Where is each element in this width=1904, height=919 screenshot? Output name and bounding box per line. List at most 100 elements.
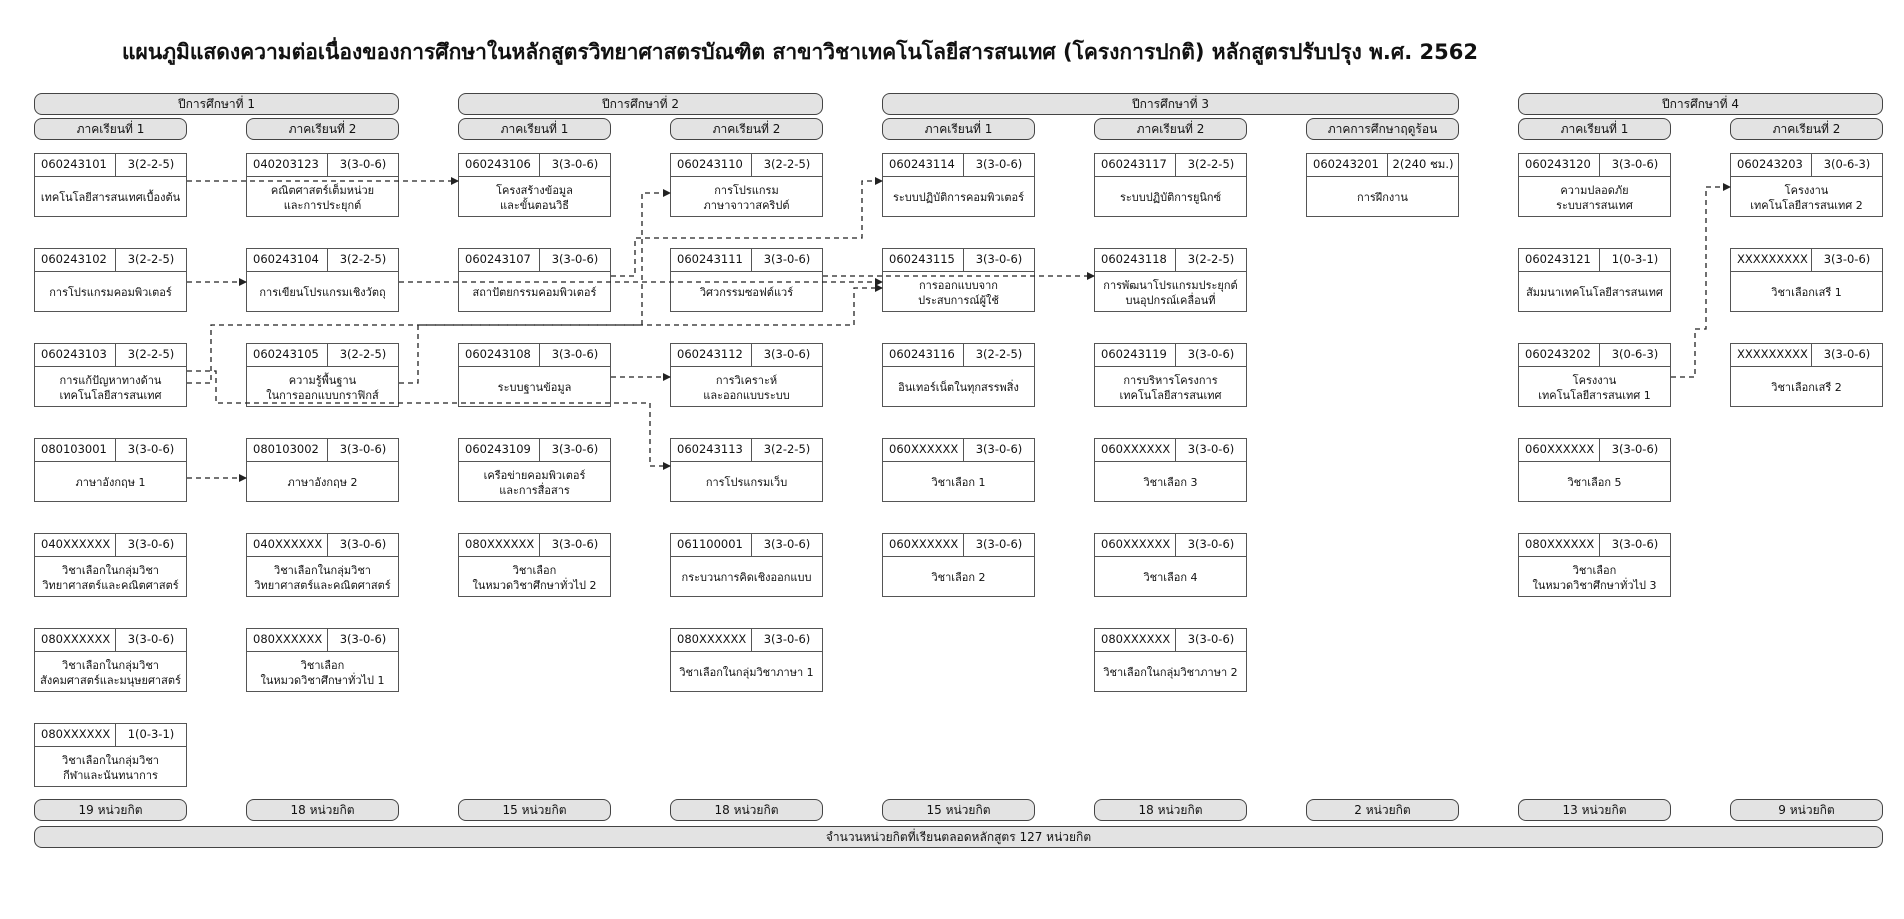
course-credit: 3(2-2-5) bbox=[1187, 157, 1235, 171]
course-name: วิชาเลือกในกลุ่มวิชาวิทยาศาสตร์และคณิตศา… bbox=[35, 557, 186, 598]
course-name: การโปรแกรมภาษาจาวาสคริปต์ bbox=[671, 177, 822, 218]
course-name: การออกแบบจากประสบการณ์ผู้ใช้ bbox=[883, 272, 1034, 313]
course-code: 061100001 bbox=[671, 534, 752, 556]
course-header: 080103001 3(3-0-6) bbox=[35, 439, 186, 462]
course-credit: 3(0-6-3) bbox=[1611, 347, 1659, 361]
course-name-text: เทคโนโลยีสารสนเทศเบื้องต้น bbox=[40, 191, 181, 204]
course-name-text: เครือข่ายคอมพิวเตอร์และการสื่อสาร bbox=[483, 468, 586, 497]
course-name-text: วิชาเลือก 5 bbox=[1567, 476, 1622, 489]
course-name-text: วิชาเลือกในกลุ่มวิชาวิทยาศาสตร์และคณิตศา… bbox=[42, 563, 179, 592]
course-name: การวิเคราะห์และออกแบบระบบ bbox=[671, 367, 822, 408]
course-credit: 3(3-0-6) bbox=[127, 442, 175, 456]
course-code: 060243203 bbox=[1731, 154, 1812, 176]
course-name-text: โครงงานเทคโนโลยีสารสนเทศ 2 bbox=[1750, 183, 1863, 212]
course-box[interactable]: 060243202 3(0-6-3) โครงงานเทคโนโลยีสารสนเท… bbox=[1518, 343, 1671, 407]
course-code: 080XXXXXX bbox=[247, 629, 328, 651]
course-name: วิชาเลือก 5 bbox=[1519, 462, 1670, 503]
semester-header: ภาคการศึกษาฤดูร้อน bbox=[1306, 118, 1459, 140]
course-name: การบริหารโครงการเทคโนโลยีสารสนเทศ bbox=[1095, 367, 1246, 408]
course-name: โครงงานเทคโนโลยีสารสนเทศ 1 bbox=[1519, 367, 1670, 408]
course-name-text: สถาปัตยกรรมคอมพิวเตอร์ bbox=[472, 286, 597, 299]
total-credits: จำนวนหน่วยกิตที่เรียนตลอดหลักสูตร 127 หน… bbox=[34, 826, 1883, 848]
course-name-text: วิศวกรรมซอฟต์แวร์ bbox=[699, 286, 794, 299]
course-credit: 3(2-2-5) bbox=[763, 442, 811, 456]
course-name: วิชาเลือก 3 bbox=[1095, 462, 1246, 503]
course-name-text: วิชาเลือกในหมวดวิชาศึกษาทั่วไป 2 bbox=[472, 563, 597, 592]
course-code: 060243202 bbox=[1519, 344, 1600, 366]
course-code: 080XXXXXX bbox=[1095, 629, 1176, 651]
course-code: 060243111 bbox=[671, 249, 752, 271]
course-code: 060243114 bbox=[883, 154, 964, 176]
course-code: 080103001 bbox=[35, 439, 116, 461]
course-name-text: วิชาเลือกในกลุ่มวิชาภาษา 1 bbox=[679, 666, 814, 679]
course-code: 060243104 bbox=[247, 249, 328, 271]
course-code: 060243108 bbox=[459, 344, 540, 366]
course-code: 060XXXXXX bbox=[1095, 439, 1176, 461]
semester-header: ภาคเรียนที่ 2 bbox=[1730, 118, 1883, 140]
course-code: 060243116 bbox=[883, 344, 964, 366]
course-credit: 3(3-0-6) bbox=[551, 157, 599, 171]
course-code: XXXXXXXXX bbox=[1731, 249, 1812, 271]
course-code: 060243119 bbox=[1095, 344, 1176, 366]
course-name-text: อินเทอร์เน็ตในทุกสรรพสิ่ง bbox=[898, 381, 1019, 394]
course-credit: 1(0-3-1) bbox=[1611, 252, 1659, 266]
semester-credits: 18 หน่วยกิต bbox=[246, 799, 399, 821]
course-code: 060243120 bbox=[1519, 154, 1600, 176]
course-credit: 3(3-0-6) bbox=[339, 157, 387, 171]
course-credit: 3(3-0-6) bbox=[551, 537, 599, 551]
course-code: 060243107 bbox=[459, 249, 540, 271]
course-name: วิชาเลือกเสรี 2 bbox=[1731, 367, 1882, 408]
